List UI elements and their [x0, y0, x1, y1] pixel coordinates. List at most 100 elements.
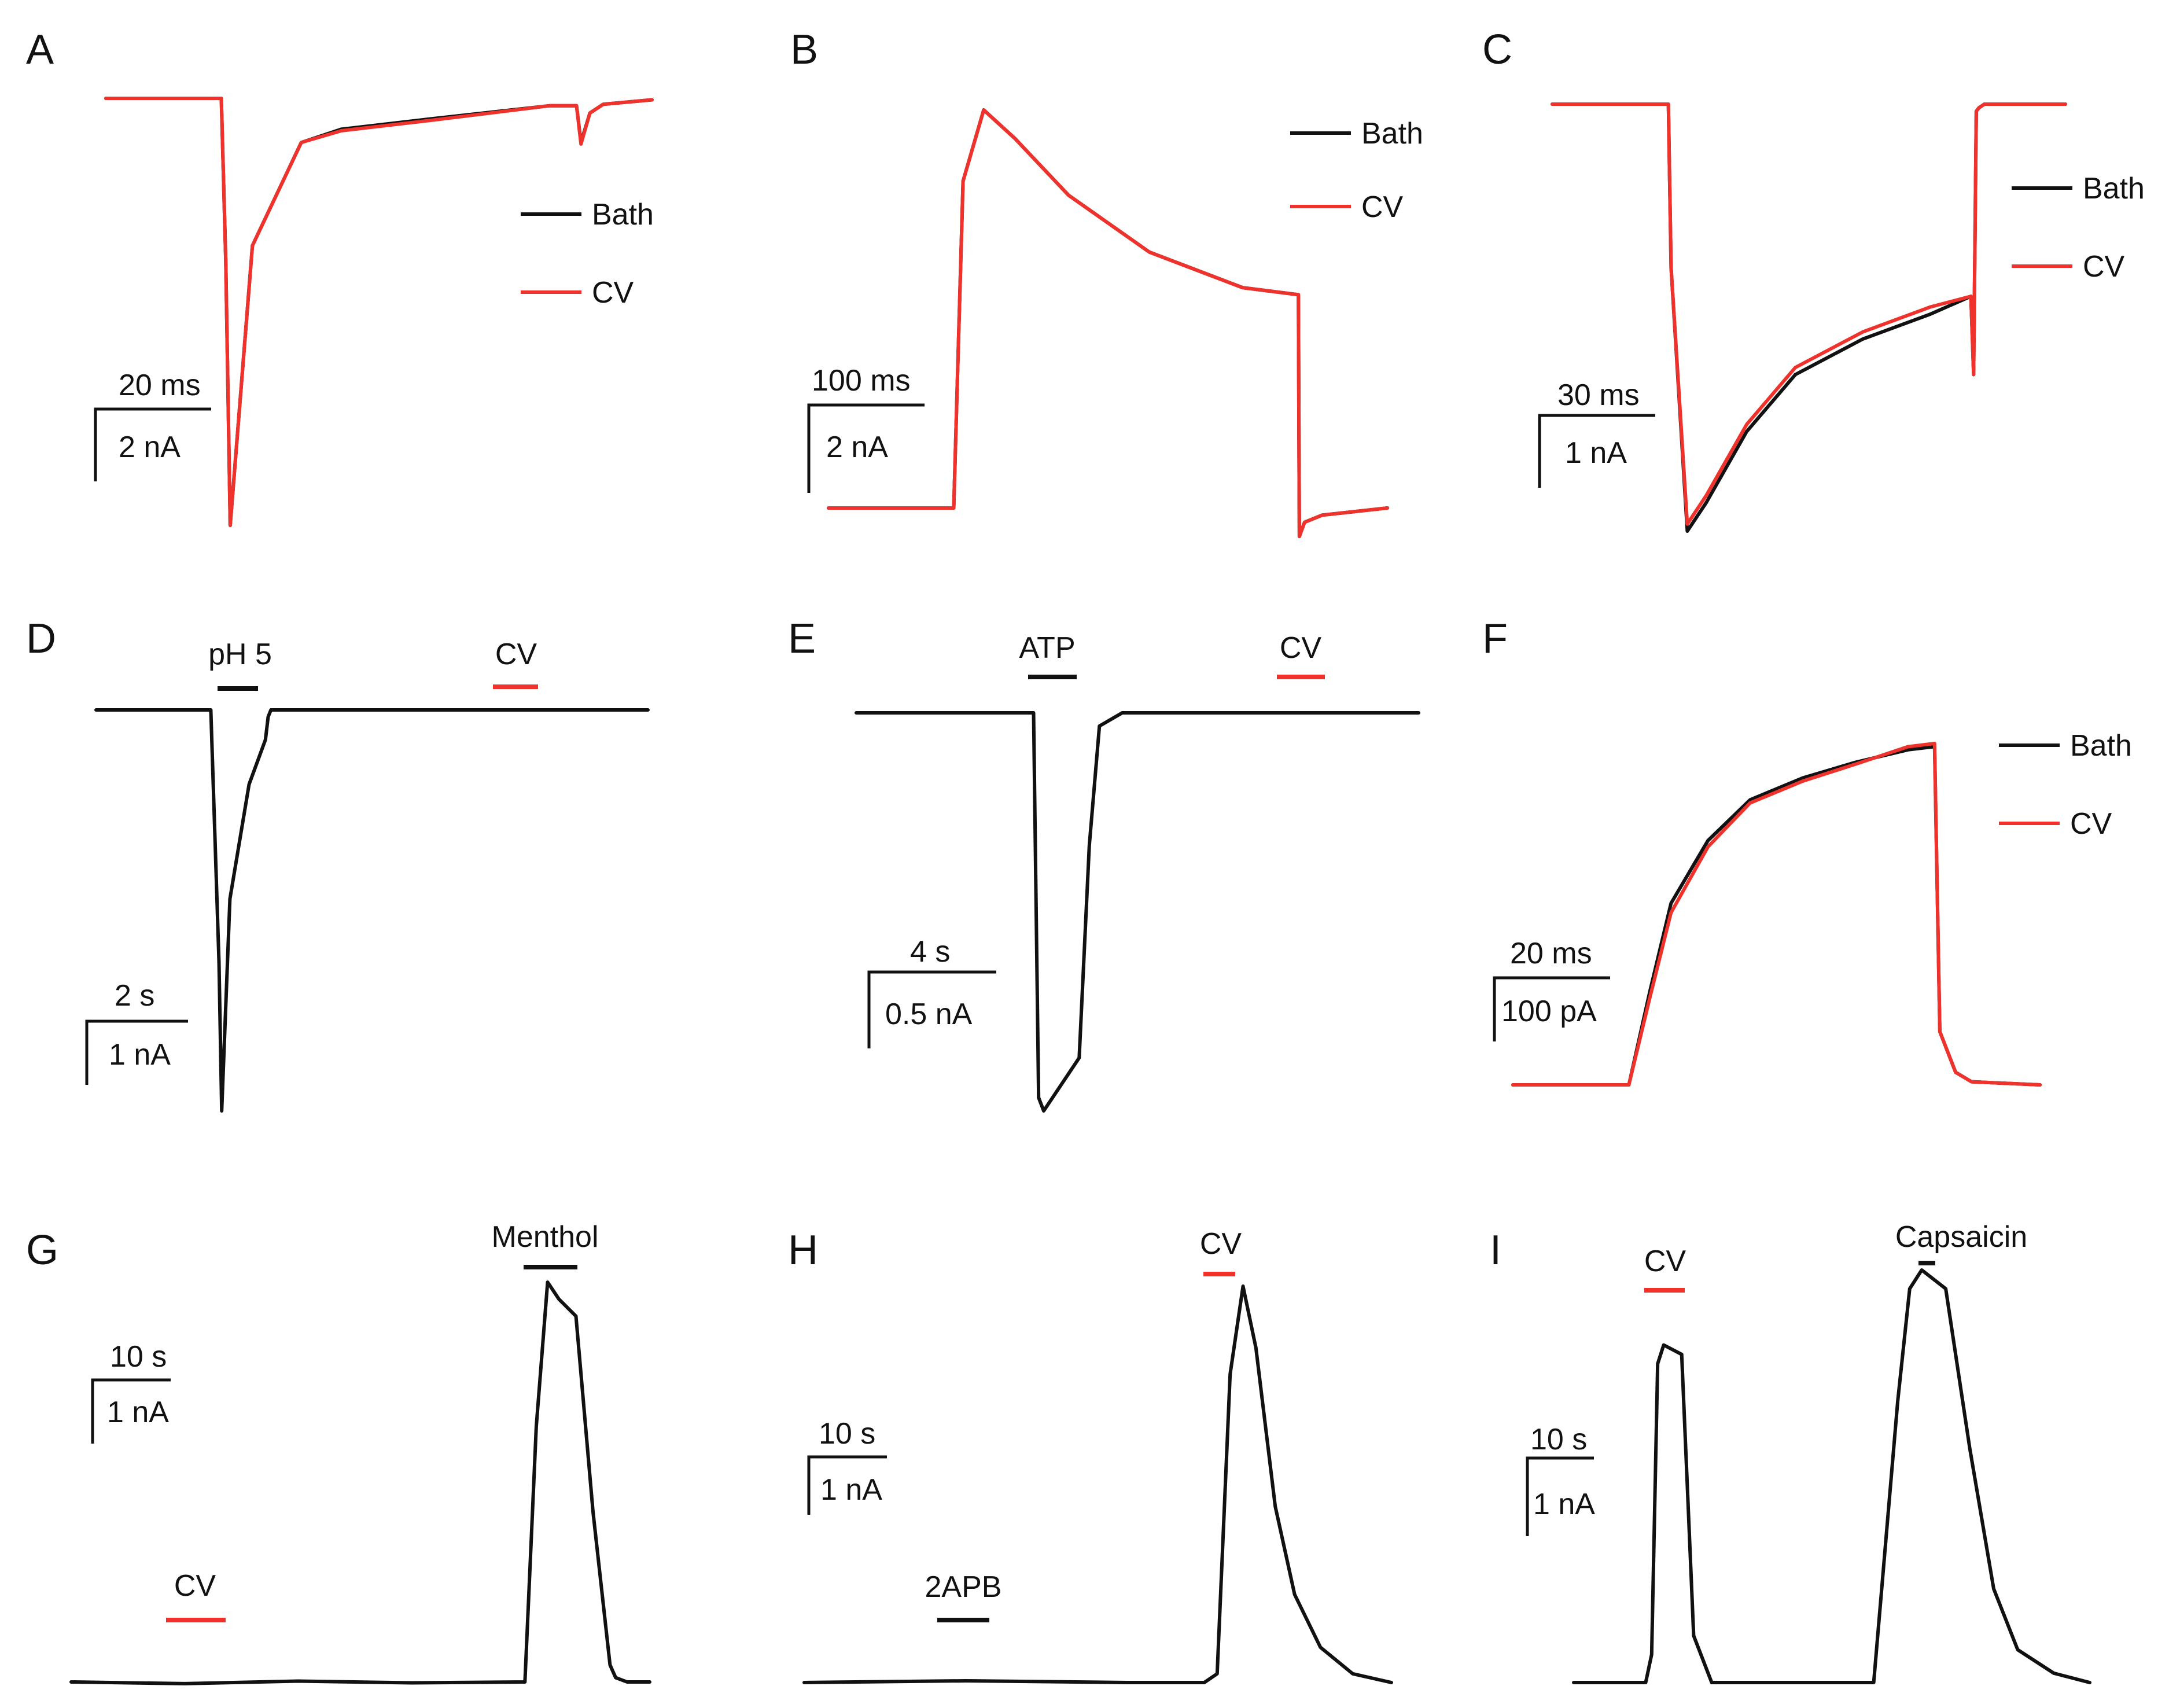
trace-cv-f: [1511, 742, 2042, 1087]
legend-label-cv: CV: [2083, 250, 2125, 284]
scale-bar-lines: [91, 1378, 171, 1444]
scale-bar-time-label: 4 s: [910, 935, 950, 969]
scale-bar-amplitude-label: 1 nA: [820, 1473, 882, 1507]
scale-bar-lines: [807, 403, 925, 493]
scale-bar-h: 10 s 1 nA: [807, 1417, 887, 1515]
scale-bar-time-label: 30 ms: [1557, 378, 1640, 412]
trace-cv-b: [827, 108, 1389, 539]
trace-bath-h: [802, 1284, 1393, 1684]
trace-bath-f: [1511, 745, 2042, 1087]
application-bars-d: pH 5 CV: [208, 638, 538, 691]
trace-cv-c: [1551, 102, 2067, 526]
panel-d: D 2 s 1 nA pH 5 CV: [26, 616, 650, 1113]
panel-h: H 10 s 1 nA CV 2APB: [788, 1227, 1393, 1684]
panel-letter-b: B: [790, 27, 818, 73]
legend-label-cv: CV: [2070, 807, 2112, 841]
scale-bar-i: 10 s1 nA: [1526, 1423, 1595, 1536]
legend-label-bath: Bath: [592, 198, 654, 231]
traces-b: [827, 108, 1389, 539]
application-label-atp: ATP: [1019, 631, 1075, 665]
trace-cv-a: [104, 97, 654, 527]
application-label-cv: CV: [1200, 1227, 1242, 1261]
trace-bath-c: [1551, 102, 2067, 533]
scale-bar-lines: [85, 1019, 188, 1085]
scale-bar-lines: [1493, 976, 1610, 1041]
scale-bar-amplitude-label: 1 nA: [107, 1396, 169, 1429]
scale-bar-time-label: 20 ms: [1510, 937, 1592, 970]
scale-bar-d: 2 s 1 nA: [85, 979, 188, 1085]
scale-bar-amplitude-label: 2 nA: [119, 430, 181, 464]
legend-label-cv: CV: [592, 276, 634, 310]
traces-a: [104, 97, 654, 527]
application-bars-g: CV Menthol: [166, 1220, 599, 1622]
application-label-2apb: 2APB: [925, 1570, 1002, 1604]
trace-bath-g: [69, 1280, 651, 1685]
scale-bar-c: 30 ms 1 nA: [1538, 378, 1655, 488]
trace-bath-a: [104, 97, 654, 527]
scale-bar-lines: [1526, 1456, 1594, 1536]
panel-letter-a: A: [26, 27, 54, 73]
traces-h: [802, 1284, 1393, 1684]
application-label-capsaicin: Capsaicin: [1895, 1220, 2027, 1254]
trace-bath-e: [855, 711, 1420, 1113]
traces-i: [1572, 1268, 2091, 1684]
scale-bar-amplitude-label: 2 nA: [826, 430, 888, 464]
scale-bar-time-label: 10 s: [110, 1340, 167, 1374]
scale-bar-g: 10 s 1 nA: [91, 1340, 171, 1444]
application-label-cv: CV: [495, 638, 537, 671]
scale-bar-e: 4 s 0.5 nA: [867, 935, 996, 1048]
traces-d: [94, 708, 650, 1113]
panel-letter-h: H: [788, 1227, 818, 1273]
panel-letter-i: I: [1490, 1227, 1501, 1273]
traces-e: [855, 711, 1420, 1113]
application-label-cv: CV: [1280, 631, 1322, 665]
traces-f: [1511, 742, 2042, 1087]
scale-bar-amplitude-label: 1 nA: [1565, 436, 1627, 470]
application-bars-h: CV 2APB: [925, 1227, 1242, 1622]
scale-bar-time-label: 10 s: [1530, 1423, 1587, 1456]
panel-e: E 4 s 0.5 nA ATP CV: [788, 616, 1420, 1113]
scale-bar-lines: [867, 970, 996, 1048]
application-bars-i: CV Capsaicin: [1644, 1220, 2027, 1293]
application-label-menthol: Menthol: [492, 1220, 599, 1254]
scale-bar-amplitude-label: 0.5 nA: [885, 997, 973, 1031]
application-label-ph-5: pH 5: [208, 638, 272, 671]
scale-bar-amplitude-label: 1 nA: [109, 1038, 171, 1072]
application-label-cv: CV: [174, 1569, 216, 1603]
panel-letter-c: C: [1482, 27, 1512, 73]
legend-label-bath: Bath: [2070, 729, 2132, 763]
application-bars-e: ATP CV: [1019, 631, 1325, 679]
scale-bar-time-label: 20 ms: [119, 369, 201, 402]
legend-label-cv: CV: [1361, 190, 1404, 224]
scale-bar-lines: [807, 1455, 887, 1515]
legend-label-bath: Bath: [1361, 117, 1423, 150]
legend-label-bath: Bath: [2083, 172, 2145, 205]
application-label-cv: CV: [1644, 1245, 1686, 1278]
scale-bar-lines: [94, 407, 211, 481]
traces-c: [1551, 102, 2067, 533]
panel-letter-d: D: [26, 616, 56, 662]
scale-bar-lines: [1538, 414, 1655, 488]
trace-bath-d: [94, 708, 650, 1113]
scale-bar-amplitude-label: 100 pA: [1501, 995, 1597, 1028]
scale-bar-a: 20 ms 2 nA: [94, 369, 211, 481]
scale-bar-f: 20 ms 100 pA: [1493, 937, 1610, 1041]
panel-i: I 10 s1 nA CV Capsaicin: [1490, 1220, 2091, 1684]
scale-bar-time-label: 10 s: [819, 1417, 875, 1451]
traces-g: [69, 1280, 651, 1685]
panel-letter-e: E: [788, 616, 816, 662]
scale-bar-time-label: 100 ms: [812, 364, 911, 397]
panel-letter-f: F: [1482, 616, 1508, 662]
scale-bar-time-label: 2 s: [115, 979, 154, 1013]
trace-bath-b: [827, 108, 1389, 539]
